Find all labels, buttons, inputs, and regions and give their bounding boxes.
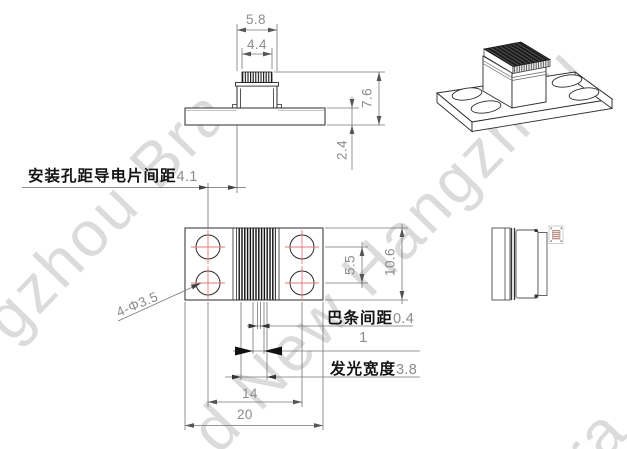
dim-total-height: 7.6 <box>359 88 375 108</box>
dim-hole-col-spacing: 14 <box>242 386 258 401</box>
embedded-object-icon <box>548 225 564 244</box>
iso-bar-top-hatch <box>482 41 552 67</box>
dim-plate-width: 20 <box>237 407 253 422</box>
dim-hole-row-spacing: 5.5 <box>342 255 358 275</box>
dim-plate-depth: 10.6 <box>382 248 398 276</box>
hole-centerlines <box>191 230 319 300</box>
side-view <box>491 225 564 301</box>
laser-bar-hatch <box>241 71 273 83</box>
dim-top-width: 5.8 <box>246 12 266 27</box>
top-view <box>117 227 324 322</box>
dim-bar-pitch: 1 <box>359 329 368 346</box>
emission-width-value: 3.8 <box>396 362 418 378</box>
leader-arrow <box>190 283 201 290</box>
dimension-lines <box>22 24 420 430</box>
iso-holes <box>451 74 600 114</box>
mount-spacing-label: 安装孔距导电片间距4.1 <box>28 164 198 186</box>
emission-width-label: 发光宽度3.8 <box>330 357 417 379</box>
emission-width-text: 发光宽度 <box>330 361 397 378</box>
bar-gap-value: 0.4 <box>393 311 415 327</box>
dim-cap-width: 4.4 <box>247 37 267 52</box>
conductive-strip-hatch <box>237 228 276 300</box>
mount-spacing-value: 4.1 <box>176 169 198 185</box>
bar-gap-label: 巴条间距0.4 <box>327 306 414 328</box>
iso-view <box>435 41 614 133</box>
front-view <box>184 71 326 126</box>
bar-gap-text: 巴条间距 <box>327 310 394 327</box>
dim-base-thickness: 2.4 <box>334 140 350 160</box>
mount-spacing-text: 安装孔距导电片间距 <box>28 168 177 185</box>
